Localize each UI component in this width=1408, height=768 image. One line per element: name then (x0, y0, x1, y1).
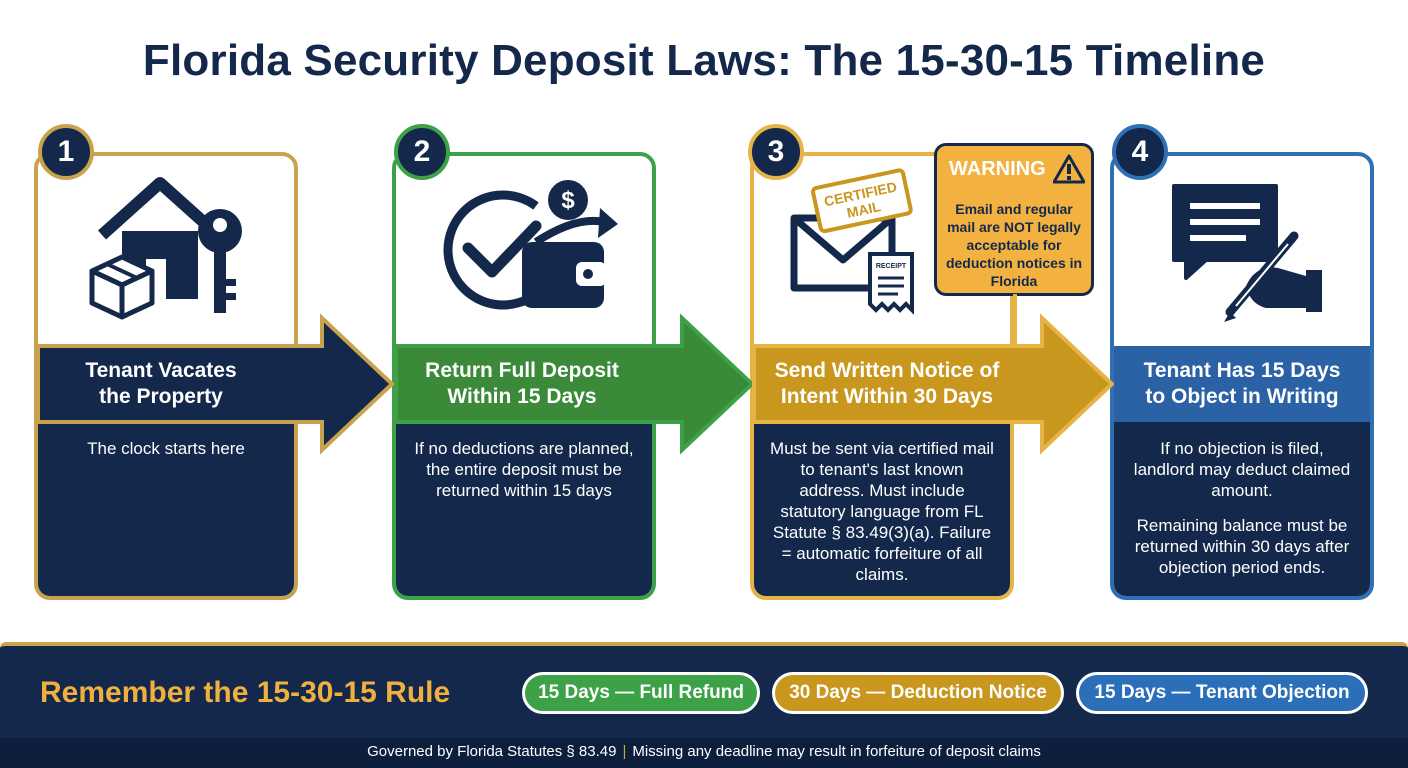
warning-title: WARNING (949, 158, 1046, 180)
step-2-description-text: If no deductions are planned, the entire… (414, 439, 634, 500)
step-3-number-badge: 3 (748, 124, 804, 180)
footer-note-left: Governed by Florida Statutes § 83.49 (367, 743, 617, 760)
step-3-heading: Send Written Notice of Intent Within 30 D… (756, 346, 1018, 422)
pill-tenant-objection: 15 Days — Tenant Objection (1076, 672, 1368, 714)
step-3-description: Must be sent via certified mail to tenan… (768, 438, 996, 599)
pill-deduction-notice: 30 Days — Deduction Notice (772, 672, 1064, 714)
band-arrow-2 (394, 313, 755, 455)
step-1-number-badge: 1 (38, 124, 94, 180)
band-4 (1114, 346, 1370, 422)
footer-note-right: Missing any deadline may result in forfe… (632, 743, 1041, 760)
svg-text:$: $ (561, 187, 575, 214)
step-3-heading-line1: Send Written Notice of (774, 359, 1000, 382)
band-arrow-1 (36, 313, 395, 455)
svg-text:MAIL: MAIL (845, 198, 882, 221)
page-title: Florida Security Deposit Laws: The 15-30… (142, 36, 1266, 85)
warning-connector (1013, 294, 1017, 346)
warning-triangle-icon (1053, 154, 1085, 184)
step-2-description: If no deductions are planned, the entire… (410, 438, 638, 515)
step-1-description: The clock starts here (52, 438, 280, 473)
step-4-number-badge: 4 (1112, 124, 1168, 180)
warning-body: Email and regular mail are NOT legally a… (945, 201, 1083, 289)
step-2-heading-line1: Return Full Deposit (425, 359, 619, 382)
step-1-description-text: The clock starts here (87, 439, 245, 458)
pill-full-refund: 15 Days — Full Refund (522, 672, 760, 714)
footer-note: Governed by Florida Statutes § 83.49 | Mis… (0, 738, 1408, 768)
check-wallet-dollar-icon: $ (443, 180, 618, 310)
step-2-number-badge: 2 (394, 124, 450, 180)
step-4-description-text-1: If no objection is filed, landlord may d… (1133, 439, 1351, 500)
house-keys-box-icon (89, 177, 242, 320)
step-3-heading-line2: Intent Within 30 Days (780, 385, 994, 408)
step-4-description-text-2: Remaining balance must be returned withi… (1134, 516, 1350, 577)
step-4-heading-line1: Tenant Has 15 Days (1143, 359, 1341, 382)
speech-bubble-pen-hand-icon (1172, 184, 1322, 322)
footer-rule-bar: Remember the 15-30-15 Rule 15 Days — Ful… (0, 642, 1408, 738)
certified-mail-envelope-icon: CERTIFIED MAIL RECEIPT (790, 168, 914, 315)
step-1-heading: Tenant Vacates the Property (38, 346, 284, 422)
band-arrow-3 (752, 313, 1115, 455)
step-4-heading: Tenant Has 15 Days to Object in Writing (1114, 346, 1370, 422)
step-1-heading-line2: the Property (99, 385, 223, 408)
footer-note-separator: | (622, 743, 627, 760)
warning-callout: WARNING Email and regular mail are NOT l… (934, 143, 1094, 296)
step-4-description: If no objection is filed, landlord may d… (1128, 438, 1356, 592)
step-4-heading-line2: to Object in Writing (1145, 385, 1339, 408)
receipt-label: RECEIPT (876, 263, 907, 270)
step-3-description-text: Must be sent via certified mail to tenan… (770, 439, 994, 584)
step-1-heading-line1: Tenant Vacates (85, 359, 237, 382)
rule-title: Remember the 15-30-15 Rule (40, 676, 451, 709)
step-2-heading-line2: Within 15 Days (447, 385, 597, 408)
